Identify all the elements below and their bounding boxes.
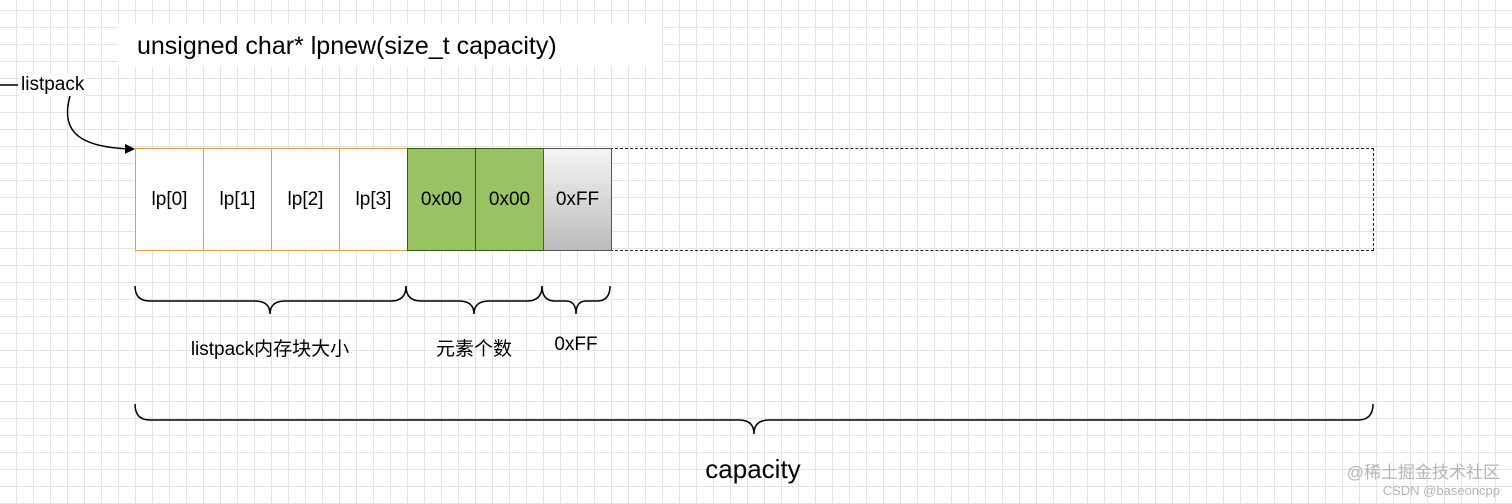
- title-background: [118, 24, 662, 66]
- byte-cell-1: lp[1]: [203, 148, 272, 251]
- diagram-title: unsigned char* lpnew(size_t capacity): [137, 32, 557, 60]
- capacity-region: [610, 148, 1374, 251]
- brace-count: [405, 285, 543, 315]
- byte-cell-2: lp[2]: [271, 148, 340, 251]
- pointer-label: listpack: [19, 74, 87, 96]
- brace-size: [134, 285, 407, 315]
- memory-block: lp[0] lp[1] lp[2] lp[3] 0x00 0x00 0xFF: [135, 148, 612, 251]
- count-cell-1: 0x00: [475, 148, 544, 251]
- end-label: 0xFF: [554, 334, 598, 355]
- watermark-line-1: @稀土掘金技术社区: [1346, 463, 1500, 482]
- count-cell-0: 0x00: [407, 148, 476, 251]
- byte-cell-0: lp[0]: [135, 148, 204, 251]
- watermark: @稀土掘金技术社区 CSDN @baseoncpp: [1347, 464, 1500, 500]
- count-label: 元素个数: [435, 339, 513, 360]
- byte-cell-3: lp[3]: [339, 148, 408, 251]
- brace-end: [541, 285, 611, 315]
- pointer-arrow-curve: [66, 95, 135, 154]
- end-cell: 0xFF: [543, 148, 612, 251]
- size-label: listpack内存块大小: [190, 339, 350, 360]
- brace-capacity: [134, 403, 1374, 435]
- capacity-label: capacity: [705, 454, 801, 484]
- watermark-line-2: CSDN @baseoncpp: [1382, 483, 1500, 498]
